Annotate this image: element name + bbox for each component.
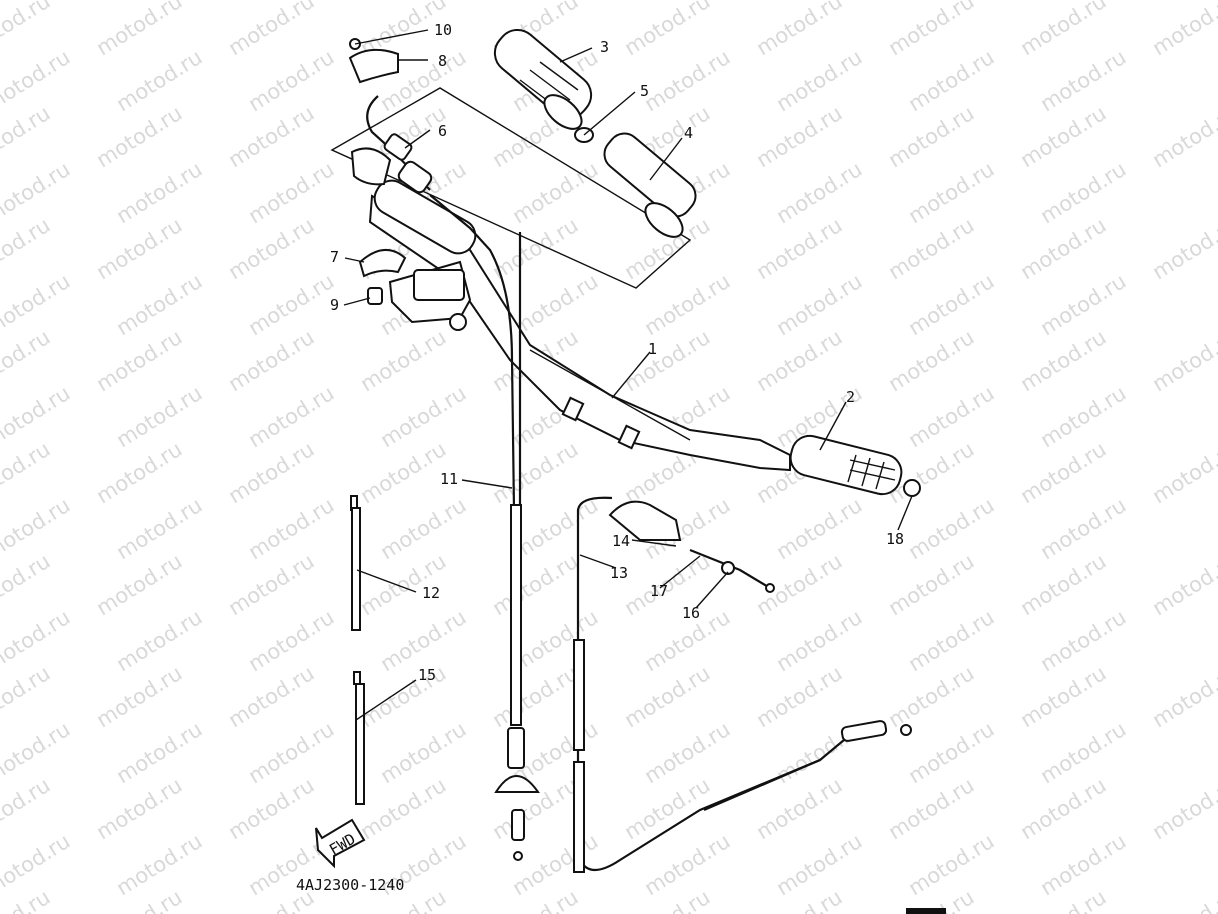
corner-mark (906, 908, 946, 914)
cable-tie-12 (350, 495, 361, 631)
left-grip (373, 179, 477, 255)
callout-5: 5 (640, 82, 649, 100)
callout-12: 12 (422, 584, 440, 602)
throttle-housing (348, 38, 433, 194)
callout-17: 17 (650, 582, 668, 600)
callout-13: 13 (610, 564, 628, 582)
lever-bracket (358, 249, 472, 331)
drawing-code: 4AJ2300-1240 (296, 876, 404, 894)
fwd-arrow-icon: FWD (315, 818, 366, 869)
callout-2: 2 (846, 388, 855, 406)
callout-8: 8 (438, 52, 447, 70)
grip-part-3 (493, 28, 593, 130)
leader-lines (343, 29, 913, 721)
callout-18: 18 (886, 530, 904, 548)
clutch-cable-13 (573, 496, 912, 873)
callout-numbers: 10 8 3 5 4 6 7 9 1 2 11 12 14 13 17 16 1… (330, 21, 904, 684)
callout-1: 1 (648, 340, 657, 358)
right-grip (789, 434, 921, 497)
subassembly-outline (330, 87, 692, 289)
throttle-cable-11 (429, 194, 540, 861)
handlebar (368, 194, 791, 472)
callout-14: 14 (612, 532, 630, 550)
callout-9: 9 (330, 296, 339, 314)
cable-tie-15 (353, 671, 365, 805)
callout-15: 15 (418, 666, 436, 684)
callout-4: 4 (684, 124, 693, 142)
callout-16: 16 (682, 604, 700, 622)
callout-11: 11 (440, 470, 458, 488)
callout-6: 6 (438, 122, 447, 140)
callout-3: 3 (600, 38, 609, 56)
sleeve-part-4 (603, 132, 697, 238)
callout-10: 10 (434, 21, 452, 39)
callout-7: 7 (330, 248, 339, 266)
